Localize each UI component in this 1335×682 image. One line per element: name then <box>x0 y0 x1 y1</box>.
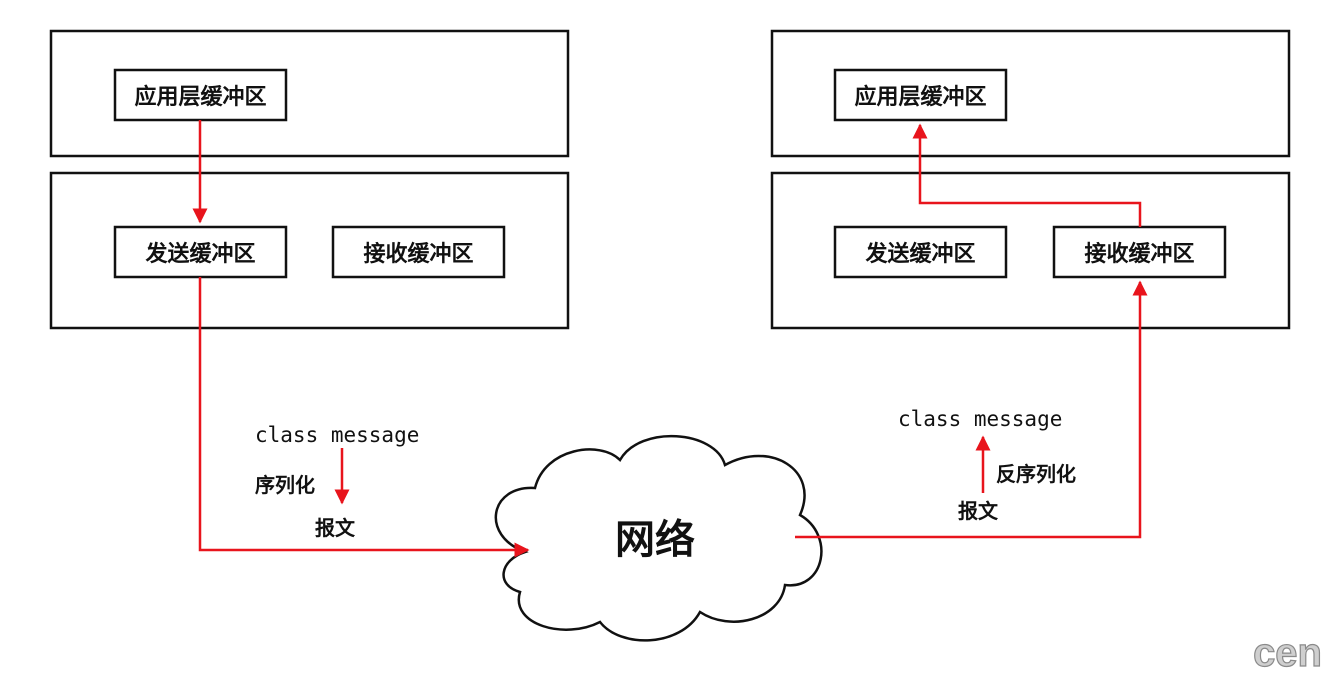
serialize-result-label: 报文 <box>315 516 356 540</box>
receiver-app-buffer-label: 应用层缓冲区 <box>854 84 986 110</box>
receiver-host: 应用层缓冲区 发送缓冲区 接收缓冲区 <box>770 29 1291 330</box>
receiver-send-buffer-box <box>833 225 1008 279</box>
sender-recv-buffer-box <box>331 225 506 279</box>
receiver-app-buffer-box <box>833 68 1008 122</box>
deserialize-action-label: 反序列化 <box>996 462 1076 486</box>
receiver-recv-buffer-label: 接收缓冲区 <box>1084 241 1194 267</box>
sender-app-buffer-label: 应用层缓冲区 <box>134 84 266 110</box>
receiver-up-arrow <box>912 123 1142 227</box>
deserialize-object-label: class message <box>898 407 1062 431</box>
network-cloud: 网络 <box>494 434 823 642</box>
network-label: 网络 <box>615 517 695 563</box>
serialize-note: class message 序列化 报文 <box>255 423 419 540</box>
deserialize-source-label: 报文 <box>958 499 999 523</box>
sender-send-buffer-box <box>113 225 288 279</box>
deserialize-note: class message 反序列化 报文 <box>898 407 1076 523</box>
serialize-action-label: 序列化 <box>255 473 315 497</box>
network-to-receiver-arrow <box>795 280 1148 539</box>
serialize-object-label: class message <box>255 423 419 447</box>
sender-to-network-arrow <box>198 277 530 558</box>
data-flow <box>192 120 1148 558</box>
sender-recv-buffer-label: 接收缓冲区 <box>363 241 473 267</box>
receiver-recv-buffer-box <box>1052 225 1227 279</box>
watermark-text: cen <box>1253 631 1322 675</box>
receiver-send-buffer-label: 发送缓冲区 <box>864 241 975 267</box>
cloud-shape <box>494 434 823 642</box>
sender-send-buffer-label: 发送缓冲区 <box>144 241 255 267</box>
sender-host: 应用层缓冲区 发送缓冲区 接收缓冲区 <box>49 29 570 330</box>
